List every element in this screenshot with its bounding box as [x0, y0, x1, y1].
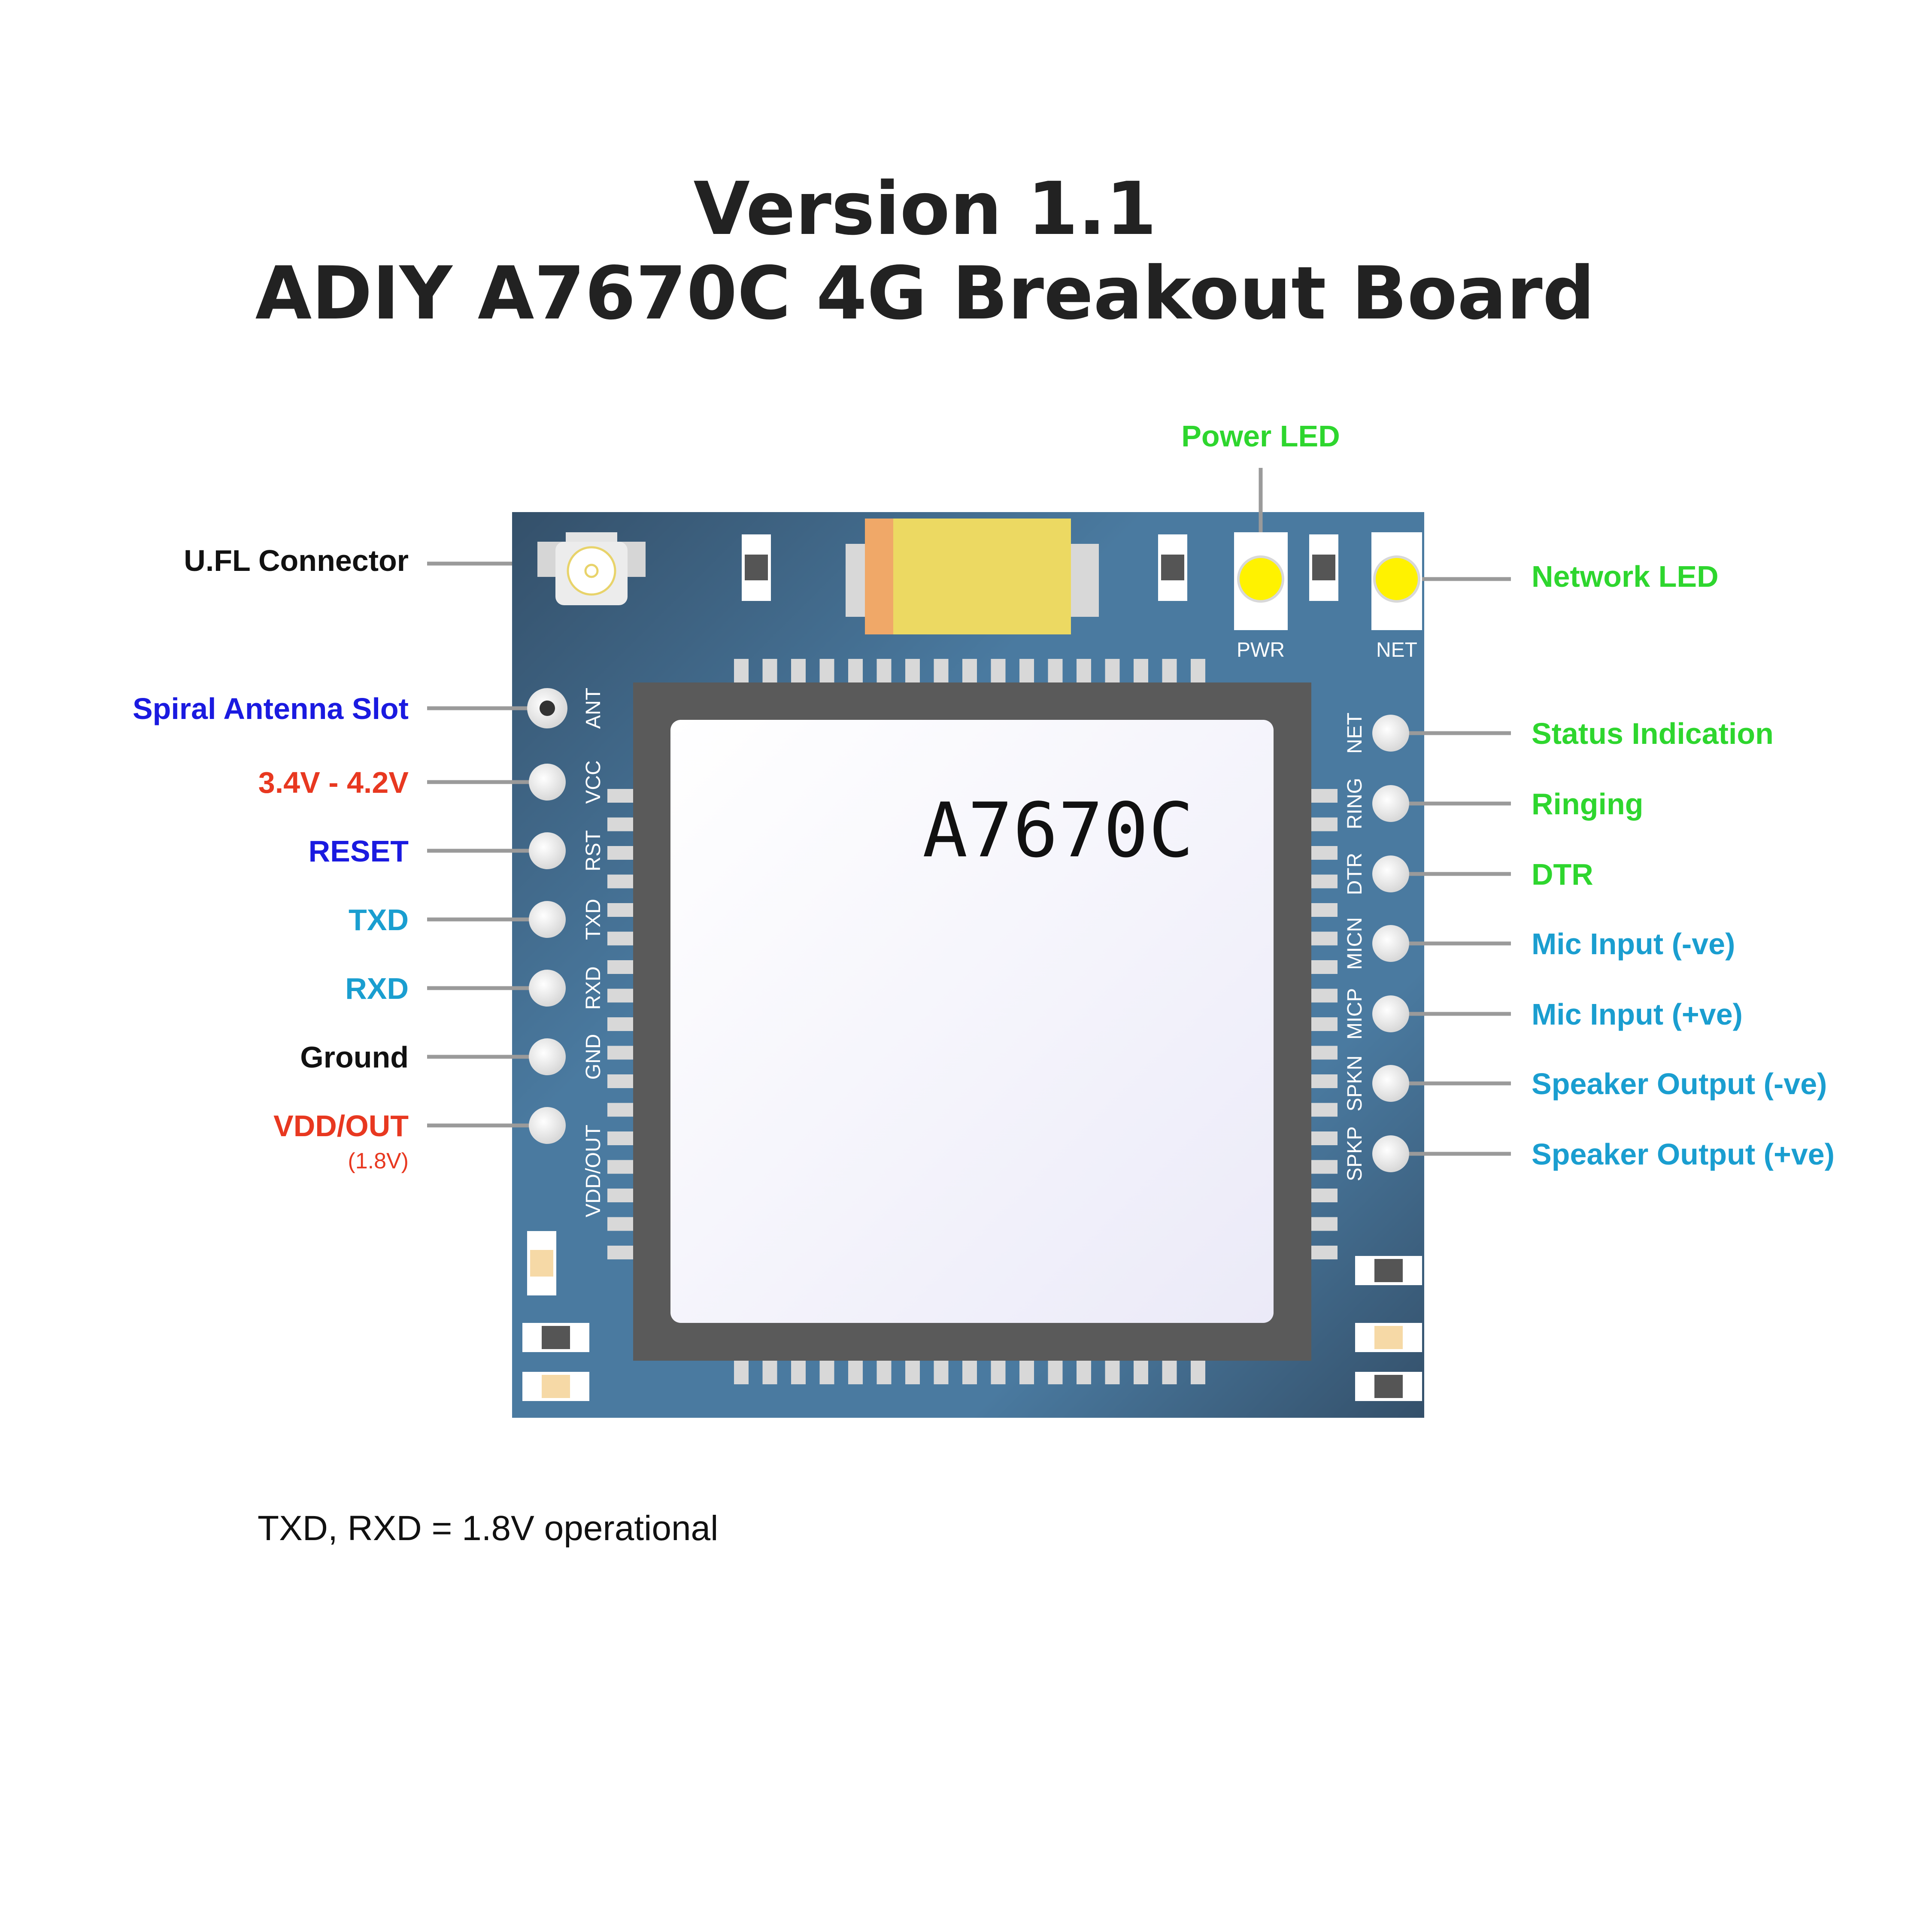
right-pin-label: Mic Input (-ve): [1532, 927, 1735, 961]
left-pin-silkscreen: VDD/OUT: [582, 1125, 605, 1217]
module-shield: [670, 720, 1274, 1323]
pwr-led: PWR: [1234, 532, 1288, 661]
title-line-2: ADIY A7670C 4G Breakout Board: [255, 251, 1595, 336]
ufl-connector-label: U.FL Connector: [184, 544, 409, 577]
ufl-connector: [537, 532, 646, 605]
antenna-slot-hole: [540, 701, 555, 716]
right-pin-silkscreen: DTR: [1344, 853, 1366, 895]
right-pin-pad[interactable]: [1372, 1135, 1409, 1172]
net-led: NET: [1371, 532, 1422, 661]
resistor-top-1: [742, 534, 771, 601]
right-pin-label: Mic Input (+ve): [1532, 998, 1743, 1031]
net-led-label: NET: [1376, 639, 1417, 661]
right-pin-pad[interactable]: [1372, 715, 1409, 752]
left-pin-label: RESET: [309, 834, 409, 868]
left-pin-sublabel: (1.8V): [348, 1149, 409, 1174]
smd-component-left-3: [522, 1372, 589, 1401]
left-pin-silkscreen: ANT: [582, 688, 605, 729]
left-pin-pad[interactable]: [529, 1107, 566, 1144]
smd-component-left-2: [522, 1323, 589, 1352]
left-pin-label: TXD: [349, 903, 409, 937]
right-pin-pad[interactable]: [1372, 785, 1409, 822]
smd-component-right-2: [1355, 1323, 1422, 1352]
right-pin-pad[interactable]: [1372, 1065, 1409, 1102]
left-pin-label: Ground: [300, 1040, 409, 1074]
left-pin-pad[interactable]: [529, 832, 566, 869]
tantalum-capacitor: [846, 519, 1099, 634]
right-pin-silkscreen: SPKN: [1344, 1055, 1366, 1112]
smd-component-left-1: [527, 1231, 556, 1295]
right-pin-silkscreen: MICP: [1344, 988, 1366, 1040]
pwr-led-label: PWR: [1237, 639, 1285, 661]
right-pin-label: DTR: [1532, 858, 1593, 891]
chip-name: A7670C: [922, 787, 1194, 874]
smd-component-right-3: [1355, 1372, 1422, 1401]
right-pin-silkscreen: MICN: [1344, 917, 1366, 970]
right-pin-silkscreen: NET: [1344, 713, 1366, 754]
left-pin-pad[interactable]: [529, 901, 566, 938]
right-pin-pad[interactable]: [1372, 995, 1409, 1032]
left-pin-silkscreen: VCC: [582, 760, 605, 804]
left-pin-pad[interactable]: [529, 970, 566, 1007]
right-pin-label: Status Indication: [1532, 717, 1774, 750]
smd-component-right-1: [1355, 1256, 1422, 1285]
title-line-1: Version 1.1: [693, 167, 1156, 252]
network-led-label: Network LED: [1532, 560, 1719, 593]
footnote: TXD, RXD = 1.8V operational: [258, 1509, 718, 1548]
left-pin-label: 3.4V - 4.2V: [258, 766, 409, 799]
right-pin-pad[interactable]: [1372, 925, 1409, 962]
left-pin-pad[interactable]: [529, 1038, 566, 1075]
left-pin-silkscreen: RST: [582, 830, 605, 871]
right-pin-pad[interactable]: [1372, 855, 1409, 892]
left-pin-silkscreen: RXD: [582, 966, 605, 1010]
left-pin-label: VDD/OUT: [273, 1109, 409, 1143]
right-pin-silkscreen: SPKP: [1344, 1126, 1366, 1181]
right-pin-label: Speaker Output (-ve): [1532, 1067, 1827, 1101]
resistor-top-2: [1158, 534, 1187, 601]
left-pin-label: Spiral Antenna Slot: [133, 692, 409, 725]
power-led-label: Power LED: [1181, 419, 1340, 453]
right-pin-silkscreen: RING: [1344, 778, 1366, 829]
right-pin-label: Speaker Output (+ve): [1532, 1137, 1835, 1171]
left-pin-silkscreen: GND: [582, 1034, 605, 1080]
left-pin-silkscreen: TXD: [582, 899, 605, 940]
left-pin-label: RXD: [345, 972, 409, 1005]
right-pin-label: Ringing: [1532, 787, 1643, 821]
resistor-top-3: [1309, 534, 1338, 601]
left-pin-pad[interactable]: [529, 764, 566, 801]
